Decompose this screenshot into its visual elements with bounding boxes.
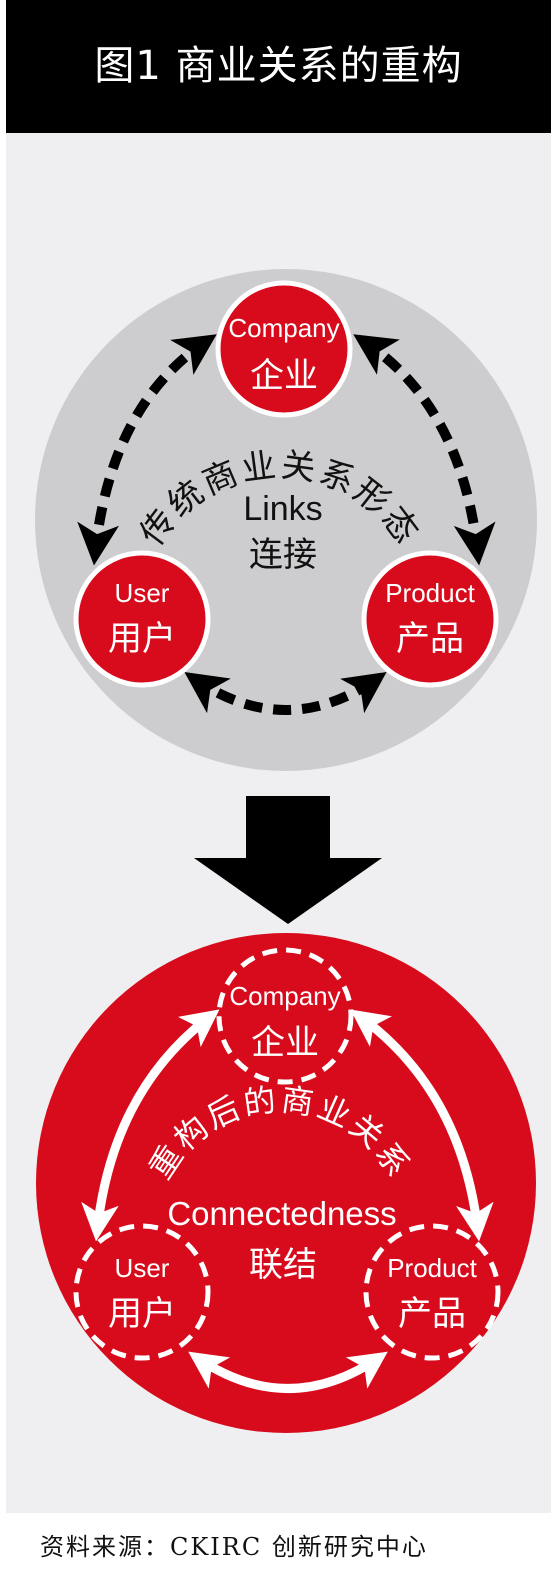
node-label-zh: 企业 xyxy=(251,1023,319,1063)
bottom-center-en: Connectedness xyxy=(167,1195,396,1232)
node-label-en: Company xyxy=(229,981,340,1011)
figure-title: 图1 商业关系的重构 xyxy=(94,43,463,89)
bottom-node-product: Product 产品 xyxy=(363,1223,501,1361)
top-node-user: User 用户 xyxy=(73,550,211,688)
bottom-node-company: Company 企业 xyxy=(216,947,354,1085)
link-company-user xyxy=(77,334,217,566)
top-center-zh: 连接 xyxy=(249,535,317,575)
bottom-diagram: Company 企业 User 用户 Product 产品 重构后的商业关系 C… xyxy=(36,933,536,1433)
top-center-en: Links xyxy=(243,490,322,528)
node-label-zh: 企业 xyxy=(250,356,318,396)
node-label-en: Company xyxy=(228,313,339,343)
link-user-product xyxy=(184,672,387,715)
link-user-product xyxy=(188,1351,388,1393)
top-node-company: Company 企业 xyxy=(215,280,353,418)
figure-header: 图1 商业关系的重构 xyxy=(6,0,551,133)
bottom-node-user: User 用户 xyxy=(73,1223,211,1361)
down-arrow-icon xyxy=(194,796,382,924)
node-label-zh: 用户 xyxy=(108,619,176,659)
top-diagram: Company 企业 User 用户 Product 产品 传统商业关系形态 L… xyxy=(35,269,537,771)
bottom-center-zh: 联结 xyxy=(249,1245,317,1285)
node-label-en: Product xyxy=(387,1253,477,1283)
node-label-en: User xyxy=(115,1253,170,1283)
link-company-product xyxy=(350,1009,494,1242)
node-label-en: User xyxy=(115,578,170,608)
source-note: 资料来源：CKIRC 创新研究中心 xyxy=(40,1533,428,1561)
link-company-product xyxy=(353,334,496,566)
link-company-user xyxy=(81,1009,220,1242)
top-node-product: Product 产品 xyxy=(361,550,499,688)
node-label-zh: 用户 xyxy=(108,1294,176,1334)
node-label-en: Product xyxy=(385,578,475,608)
node-label-zh: 产品 xyxy=(396,619,464,659)
node-label-zh: 产品 xyxy=(398,1294,466,1334)
